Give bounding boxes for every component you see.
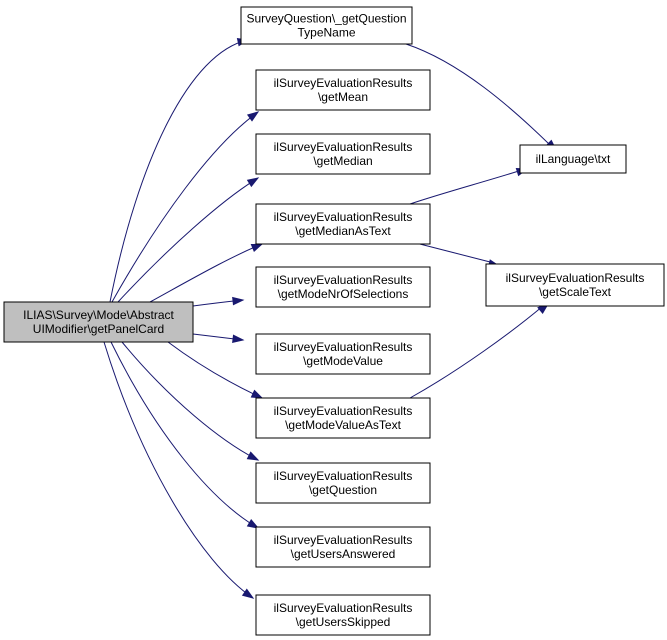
edge-root-to-question bbox=[121, 341, 260, 461]
edge-line bbox=[405, 43, 550, 145]
edge-root-to-mode_value bbox=[192, 333, 245, 344]
edge-line bbox=[149, 243, 263, 303]
edge-median_text-to-scale_text bbox=[411, 241, 501, 268]
edge-root-to-mode_nr bbox=[192, 296, 245, 307]
edge-root-to-mean bbox=[111, 111, 260, 303]
node-label-line: \getScaleText bbox=[539, 285, 612, 299]
node-label-line: ilSurveyEvaluationResults bbox=[274, 340, 413, 354]
edge-arrowhead bbox=[241, 588, 255, 599]
node-label-line: ilSurveyEvaluationResults bbox=[274, 601, 413, 615]
edge-root-to-users_skipped bbox=[103, 341, 255, 599]
edge-line bbox=[109, 39, 249, 303]
node-label-line: ilSurveyEvaluationResults bbox=[274, 273, 413, 287]
node-label-line: \getMedianAsText bbox=[295, 224, 391, 238]
node-label-line: ILIAS\Survey\Mode\Abstract bbox=[23, 308, 174, 322]
node-label-line: ilSurveyEvaluationResults bbox=[274, 404, 413, 418]
edge-root-to-median bbox=[117, 177, 260, 303]
edge-arrowhead bbox=[232, 334, 245, 344]
node-box bbox=[255, 462, 431, 504]
node-label-line: \getUsersSkipped bbox=[296, 615, 391, 629]
node-scale-text[interactable]: ilSurveyEvaluationResults\getScaleText bbox=[485, 263, 665, 307]
node-label-line: ilSurveyEvaluationResults bbox=[274, 210, 413, 224]
node-label-line: ilSurveyEvaluationResults bbox=[274, 533, 413, 547]
node-label-line: \getMean bbox=[318, 90, 368, 104]
node-label-line: \getUsersAnswered bbox=[291, 547, 396, 561]
node-label-line: \getModeValue bbox=[303, 354, 383, 368]
edge-arrowhead bbox=[246, 177, 260, 188]
node-label-line: ilSurveyEvaluationResults bbox=[506, 271, 645, 285]
node-label-line: ilLanguage\txt bbox=[536, 152, 611, 166]
node-box bbox=[485, 263, 665, 307]
node-label-line: \getModeValueAsText bbox=[285, 418, 402, 432]
node-label-line: ilSurveyEvaluationResults bbox=[274, 469, 413, 483]
edge-arrowhead bbox=[246, 111, 260, 122]
edge-arrowhead bbox=[246, 518, 260, 529]
edge-line bbox=[167, 341, 263, 399]
node-label-line: UIModifier\getPanelCard bbox=[33, 322, 164, 336]
node-label-line: SurveyQuestion\_getQuestion bbox=[246, 12, 406, 26]
node-label-line: ilSurveyEvaluationResults bbox=[274, 76, 413, 90]
edge-line bbox=[117, 177, 259, 303]
edge-line bbox=[103, 341, 254, 599]
node-box bbox=[255, 266, 431, 308]
node-median-text[interactable]: ilSurveyEvaluationResults\getMedianAsTex… bbox=[255, 203, 431, 245]
node-mode-nr[interactable]: ilSurveyEvaluationResults\getModeNrOfSel… bbox=[255, 266, 431, 308]
edge-root-to-mode_value_text bbox=[167, 341, 264, 399]
edge-arrowhead bbox=[250, 243, 264, 252]
edge-arrowhead bbox=[246, 451, 260, 461]
edge-root-to-users_answered bbox=[110, 341, 260, 529]
node-language-txt[interactable]: ilLanguage\txt bbox=[519, 144, 627, 174]
node-label-line: TypeName bbox=[297, 26, 355, 40]
nodes-layer: ILIAS\Survey\Mode\AbstractUIModifier\get… bbox=[3, 6, 665, 636]
node-mean[interactable]: ilSurveyEvaluationResults\getMean bbox=[255, 69, 431, 111]
node-root[interactable]: ILIAS\Survey\Mode\AbstractUIModifier\get… bbox=[3, 301, 194, 343]
node-box bbox=[3, 301, 194, 343]
node-box bbox=[519, 144, 627, 174]
node-question[interactable]: ilSurveyEvaluationResults\getQuestion bbox=[255, 462, 431, 504]
edge-line bbox=[121, 341, 259, 461]
node-box bbox=[255, 333, 431, 375]
edge-line bbox=[409, 169, 523, 205]
node-label-line: \getQuestion bbox=[309, 483, 377, 497]
node-median[interactable]: ilSurveyEvaluationResults\getMedian bbox=[255, 133, 431, 175]
node-box bbox=[255, 594, 431, 636]
node-box bbox=[240, 6, 413, 45]
node-label-line: ilSurveyEvaluationResults bbox=[274, 140, 413, 154]
node-mode-value[interactable]: ilSurveyEvaluationResults\getModeValue bbox=[255, 333, 431, 375]
node-box bbox=[255, 69, 431, 111]
node-users-skipped[interactable]: ilSurveyEvaluationResults\getUsersSkippe… bbox=[255, 594, 431, 636]
node-label-line: \getMedian bbox=[313, 154, 372, 168]
edge-line bbox=[110, 341, 259, 529]
edge-line bbox=[111, 111, 259, 303]
edge-arrowhead bbox=[232, 296, 245, 306]
node-box bbox=[255, 203, 431, 245]
edge-mode_value_text-to-scale_text bbox=[409, 303, 550, 399]
edge-arrowhead bbox=[250, 389, 264, 399]
node-box bbox=[255, 133, 431, 175]
node-users-answered[interactable]: ilSurveyEvaluationResults\getUsersAnswer… bbox=[255, 526, 431, 568]
edge-line bbox=[409, 305, 544, 399]
node-mode-value-text[interactable]: ilSurveyEvaluationResults\getModeValueAs… bbox=[255, 397, 431, 439]
edge-root-to-sq_type bbox=[109, 38, 250, 303]
edge-line bbox=[411, 241, 495, 264]
node-box bbox=[255, 526, 431, 568]
node-box bbox=[255, 397, 431, 439]
node-label-line: \getModeNrOfSelections bbox=[278, 287, 409, 301]
